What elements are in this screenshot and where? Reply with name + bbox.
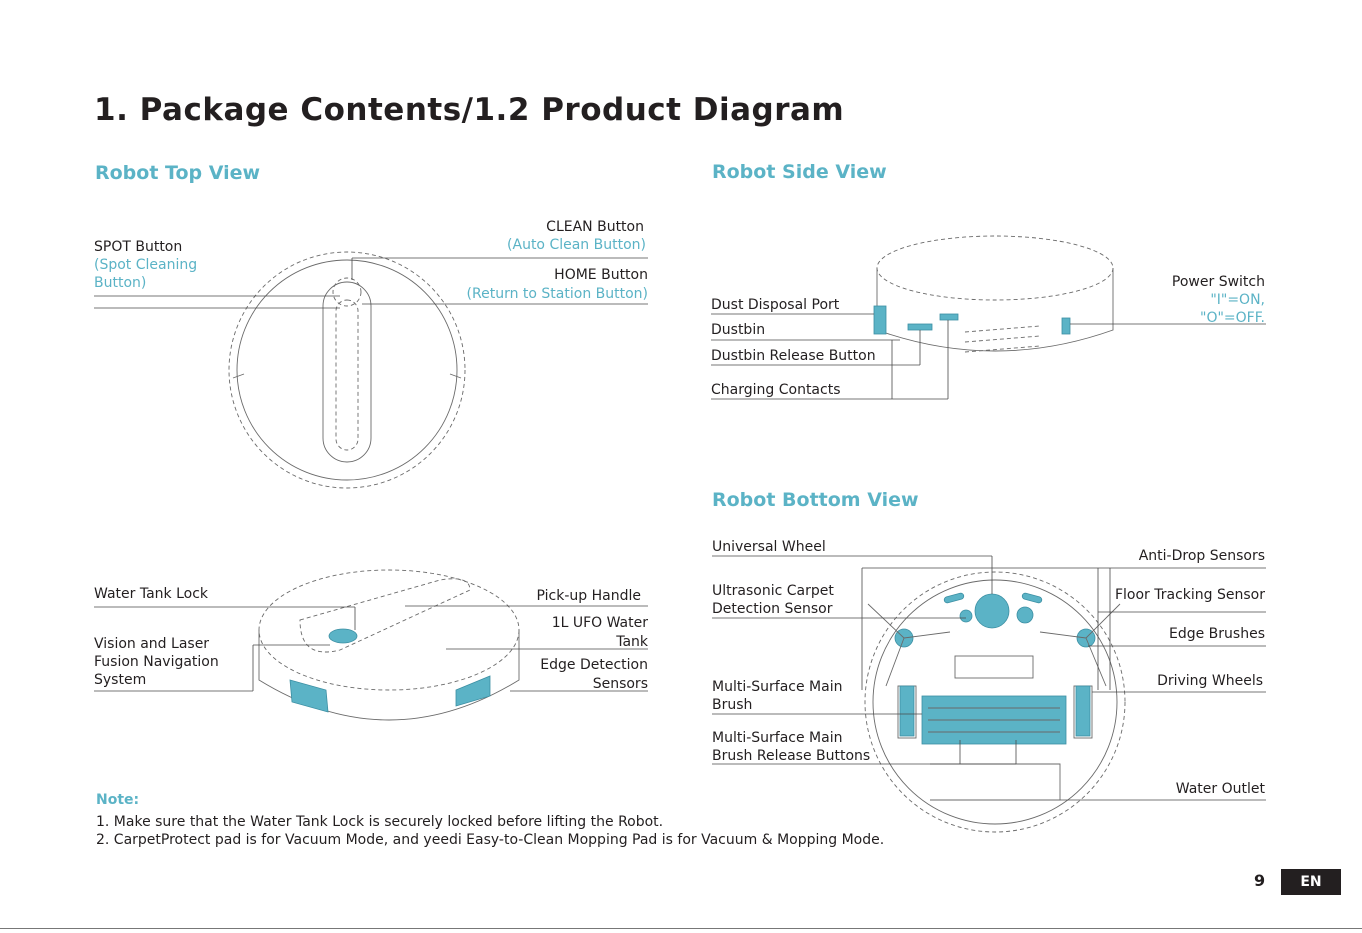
label-vision-line2: Fusion Navigation: [94, 654, 219, 670]
label-dustbin: Dustbin: [711, 322, 766, 338]
label-edge-brushes: Edge Brushes: [1169, 626, 1265, 642]
label-charging-contacts: Charging Contacts: [711, 382, 841, 398]
label-main-brush-line2: Brush: [712, 697, 753, 713]
label-edge-detection-line2: Sensors: [592, 676, 648, 692]
label-power-on: "I"=ON,: [1210, 292, 1265, 308]
label-pickup-handle: Pick-up Handle: [536, 588, 641, 604]
note-item-2: 2. CarpetProtect pad is for Vacuum Mode,…: [96, 832, 885, 848]
label-dust-disposal-port: Dust Disposal Port: [711, 297, 840, 313]
robot-bottom-view-illustration: [864, 571, 1126, 833]
robot-top-view-illustration: [228, 251, 466, 489]
label-spot-button: SPOT Button: [94, 239, 183, 255]
tank-view-leader-lines: [94, 605, 648, 692]
note-item-1: 1. Make sure that the Water Tank Lock is…: [96, 814, 664, 830]
label-water-tank-lock: Water Tank Lock: [94, 586, 209, 602]
label-power-off: "O"=OFF.: [1200, 310, 1265, 326]
note-heading: Note:: [96, 792, 140, 808]
label-water-tank-line1: 1L UFO Water: [551, 615, 648, 631]
top-view-leader-lines: [94, 257, 648, 309]
label-water-tank-line2: Tank: [616, 634, 648, 650]
section-top-view-heading: Robot Top View: [95, 162, 261, 184]
label-universal-wheel: Universal Wheel: [712, 539, 826, 555]
label-ultrasonic-line2: Detection Sensor: [712, 601, 833, 617]
label-home-button: HOME Button: [554, 267, 648, 283]
label-floor-tracking-sensor: Floor Tracking Sensor: [1114, 587, 1265, 603]
label-main-brush-line1: Multi-Surface Main: [712, 679, 843, 695]
bottom-rule: [0, 928, 1362, 929]
side-view-leader-lines: [711, 313, 1266, 400]
page-title: 1. Package Contents/1.2 Product Diagram: [94, 92, 845, 128]
language-badge: EN: [1281, 869, 1341, 895]
robot-tank-view-illustration: [258, 569, 520, 721]
label-brush-release-line1: Multi-Surface Main: [712, 730, 843, 746]
label-brush-release-line2: Brush Release Buttons: [712, 748, 871, 764]
label-spot-button-sub2: Button): [94, 275, 147, 291]
label-power-switch: Power Switch: [1171, 274, 1265, 290]
label-home-button-sub: (Return to Station Button): [466, 286, 648, 302]
label-driving-wheels: Driving Wheels: [1157, 673, 1263, 689]
label-dustbin-release-button: Dustbin Release Button: [711, 348, 876, 364]
section-side-view-heading: Robot Side View: [712, 161, 887, 183]
section-bottom-view-heading: Robot Bottom View: [712, 489, 919, 511]
label-anti-drop-sensors: Anti-Drop Sensors: [1138, 548, 1265, 564]
robot-side-view-illustration: [873, 235, 1114, 353]
bottom-view-leader-lines: [712, 555, 1266, 801]
page-number: 9: [1254, 871, 1266, 890]
label-clean-button-sub: (Auto Clean Button): [507, 237, 646, 253]
label-vision-line3: System: [94, 672, 147, 688]
label-clean-button: CLEAN Button: [546, 219, 644, 235]
label-spot-button-sub1: (Spot Cleaning: [94, 257, 198, 273]
label-ultrasonic-line1: Ultrasonic Carpet: [712, 583, 834, 599]
label-edge-detection-line1: Edge Detection: [540, 657, 648, 673]
label-water-outlet: Water Outlet: [1175, 781, 1265, 797]
label-vision-line1: Vision and Laser: [94, 636, 210, 652]
